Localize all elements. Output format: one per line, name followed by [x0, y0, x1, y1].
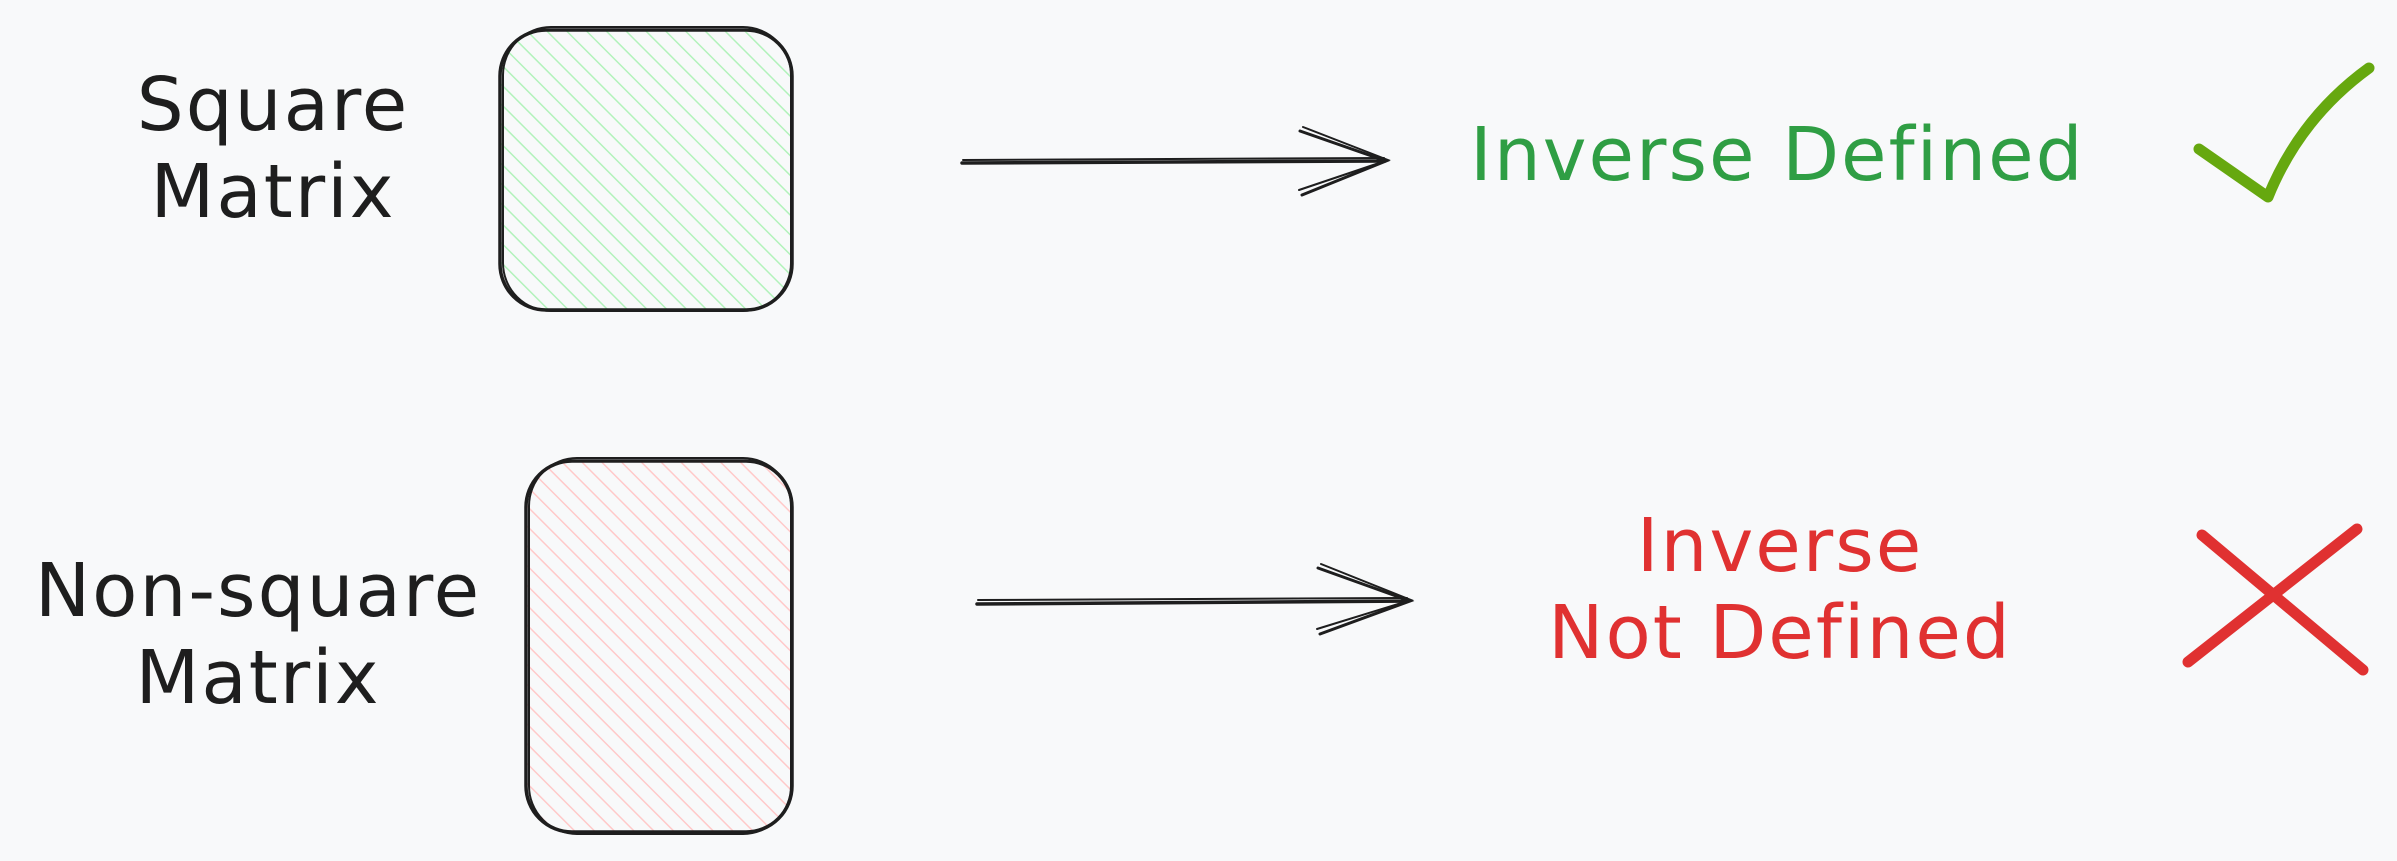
arrow-row1 [960, 126, 1391, 197]
inverse-not-defined-label: Inverse Not Defined [1500, 503, 2060, 678]
check-icon [2193, 62, 2375, 203]
arrow-row2 [975, 563, 1415, 636]
square-matrix-label: Square Matrix [118, 62, 428, 237]
square-matrix-box [498, 26, 794, 312]
inverse-not-defined-line1: Inverse [1636, 503, 1924, 589]
non-square-matrix-label-line1: Non-square [34, 548, 482, 634]
inverse-defined-label: Inverse Defined [1470, 112, 2085, 199]
non-square-matrix-box [524, 457, 794, 835]
non-square-matrix-label-line2: Matrix [135, 635, 381, 722]
square-matrix-label-line1: Square [136, 62, 410, 148]
non-square-matrix-label: Non-square Matrix [28, 548, 488, 723]
cross-icon [2182, 523, 2369, 676]
inverse-not-defined-line2: Not Defined [1548, 590, 2012, 677]
square-matrix-label-line2: Matrix [150, 149, 396, 236]
inverse-defined-text: Inverse Defined [1470, 112, 2085, 198]
